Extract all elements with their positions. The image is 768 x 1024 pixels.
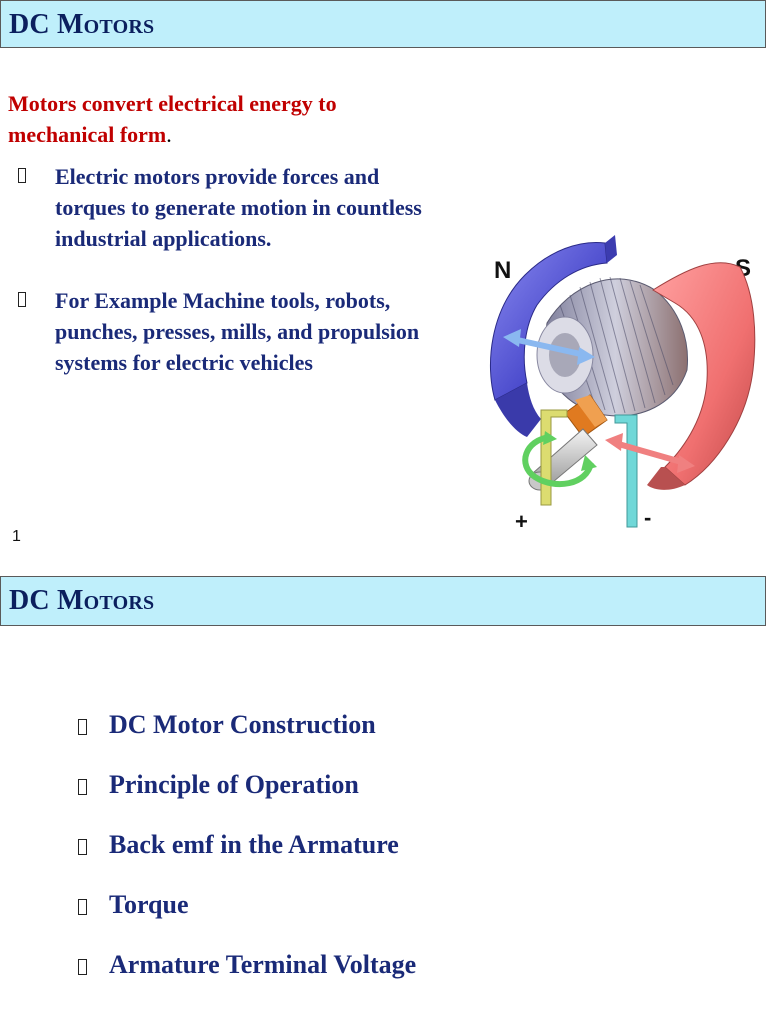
list-item-text: DC Motor Construction (109, 710, 376, 739)
slide-2: DC Motors DC Motor Construction Principl… (0, 574, 768, 1024)
list-item-text: Back emf in the Armature (109, 830, 399, 859)
bullet-box-icon (18, 292, 26, 307)
lead-statement: Motors convert electrical energy to mech… (8, 88, 428, 150)
slide-number: 1 (12, 528, 21, 545)
north-label: N (494, 257, 511, 284)
list-item-text: Armature Terminal Voltage (109, 950, 417, 979)
lead-text: Motors convert electrical energy to mech… (8, 91, 337, 147)
bullet-line: For Example Machine tools, robots, (55, 288, 391, 313)
list-item-text: Principle of Operation (109, 770, 359, 799)
bullet-line: punches, presses, mills, and propulsion (55, 319, 420, 344)
bullet-box-icon (18, 168, 26, 183)
force-arrow-icon (503, 329, 595, 365)
slide-1: DC Motors Motors convert electrical ener… (0, 0, 768, 555)
bullet-line: torques to generate motion in countless (55, 195, 422, 220)
bullet-text: For Example Machine tools, robots, punch… (55, 285, 419, 378)
rotation-arrow-icon (522, 431, 597, 488)
list-item-text: Torque (109, 890, 189, 919)
bullet-line: Electric motors provide forces and (55, 164, 380, 189)
commutator (564, 394, 608, 438)
bullet-box-icon (78, 959, 87, 975)
bullet-item: For Example Machine tools, robots, punch… (18, 285, 450, 381)
slide-separator (0, 566, 768, 574)
bullet-box-icon (78, 899, 87, 915)
bullet-box-icon (78, 839, 87, 855)
negative-terminal-label: - (644, 505, 651, 530)
south-pole-magnet (647, 262, 756, 490)
bullet-text: Electric motors provide forces and torqu… (55, 161, 422, 254)
north-pole-magnet (490, 235, 617, 437)
slide-title: DC Motors (9, 585, 155, 616)
slide-title: DC Motors (9, 9, 155, 40)
bullet-line: systems for electric vehicles (55, 350, 313, 375)
dc-motor-diagram: N S (455, 205, 768, 555)
bullet-box-icon (78, 779, 87, 795)
negative-brush (614, 414, 638, 528)
title-bar: DC Motors (0, 576, 766, 626)
title-bar: DC Motors (0, 0, 766, 48)
positive-terminal-label: + (515, 509, 528, 534)
bullet-box-icon (78, 719, 87, 735)
bullet-item: Electric motors provide forces and torqu… (18, 161, 478, 257)
bullet-line: industrial applications. (55, 226, 272, 251)
force-arrow-icon (605, 433, 695, 473)
lead-period: . (166, 122, 172, 147)
